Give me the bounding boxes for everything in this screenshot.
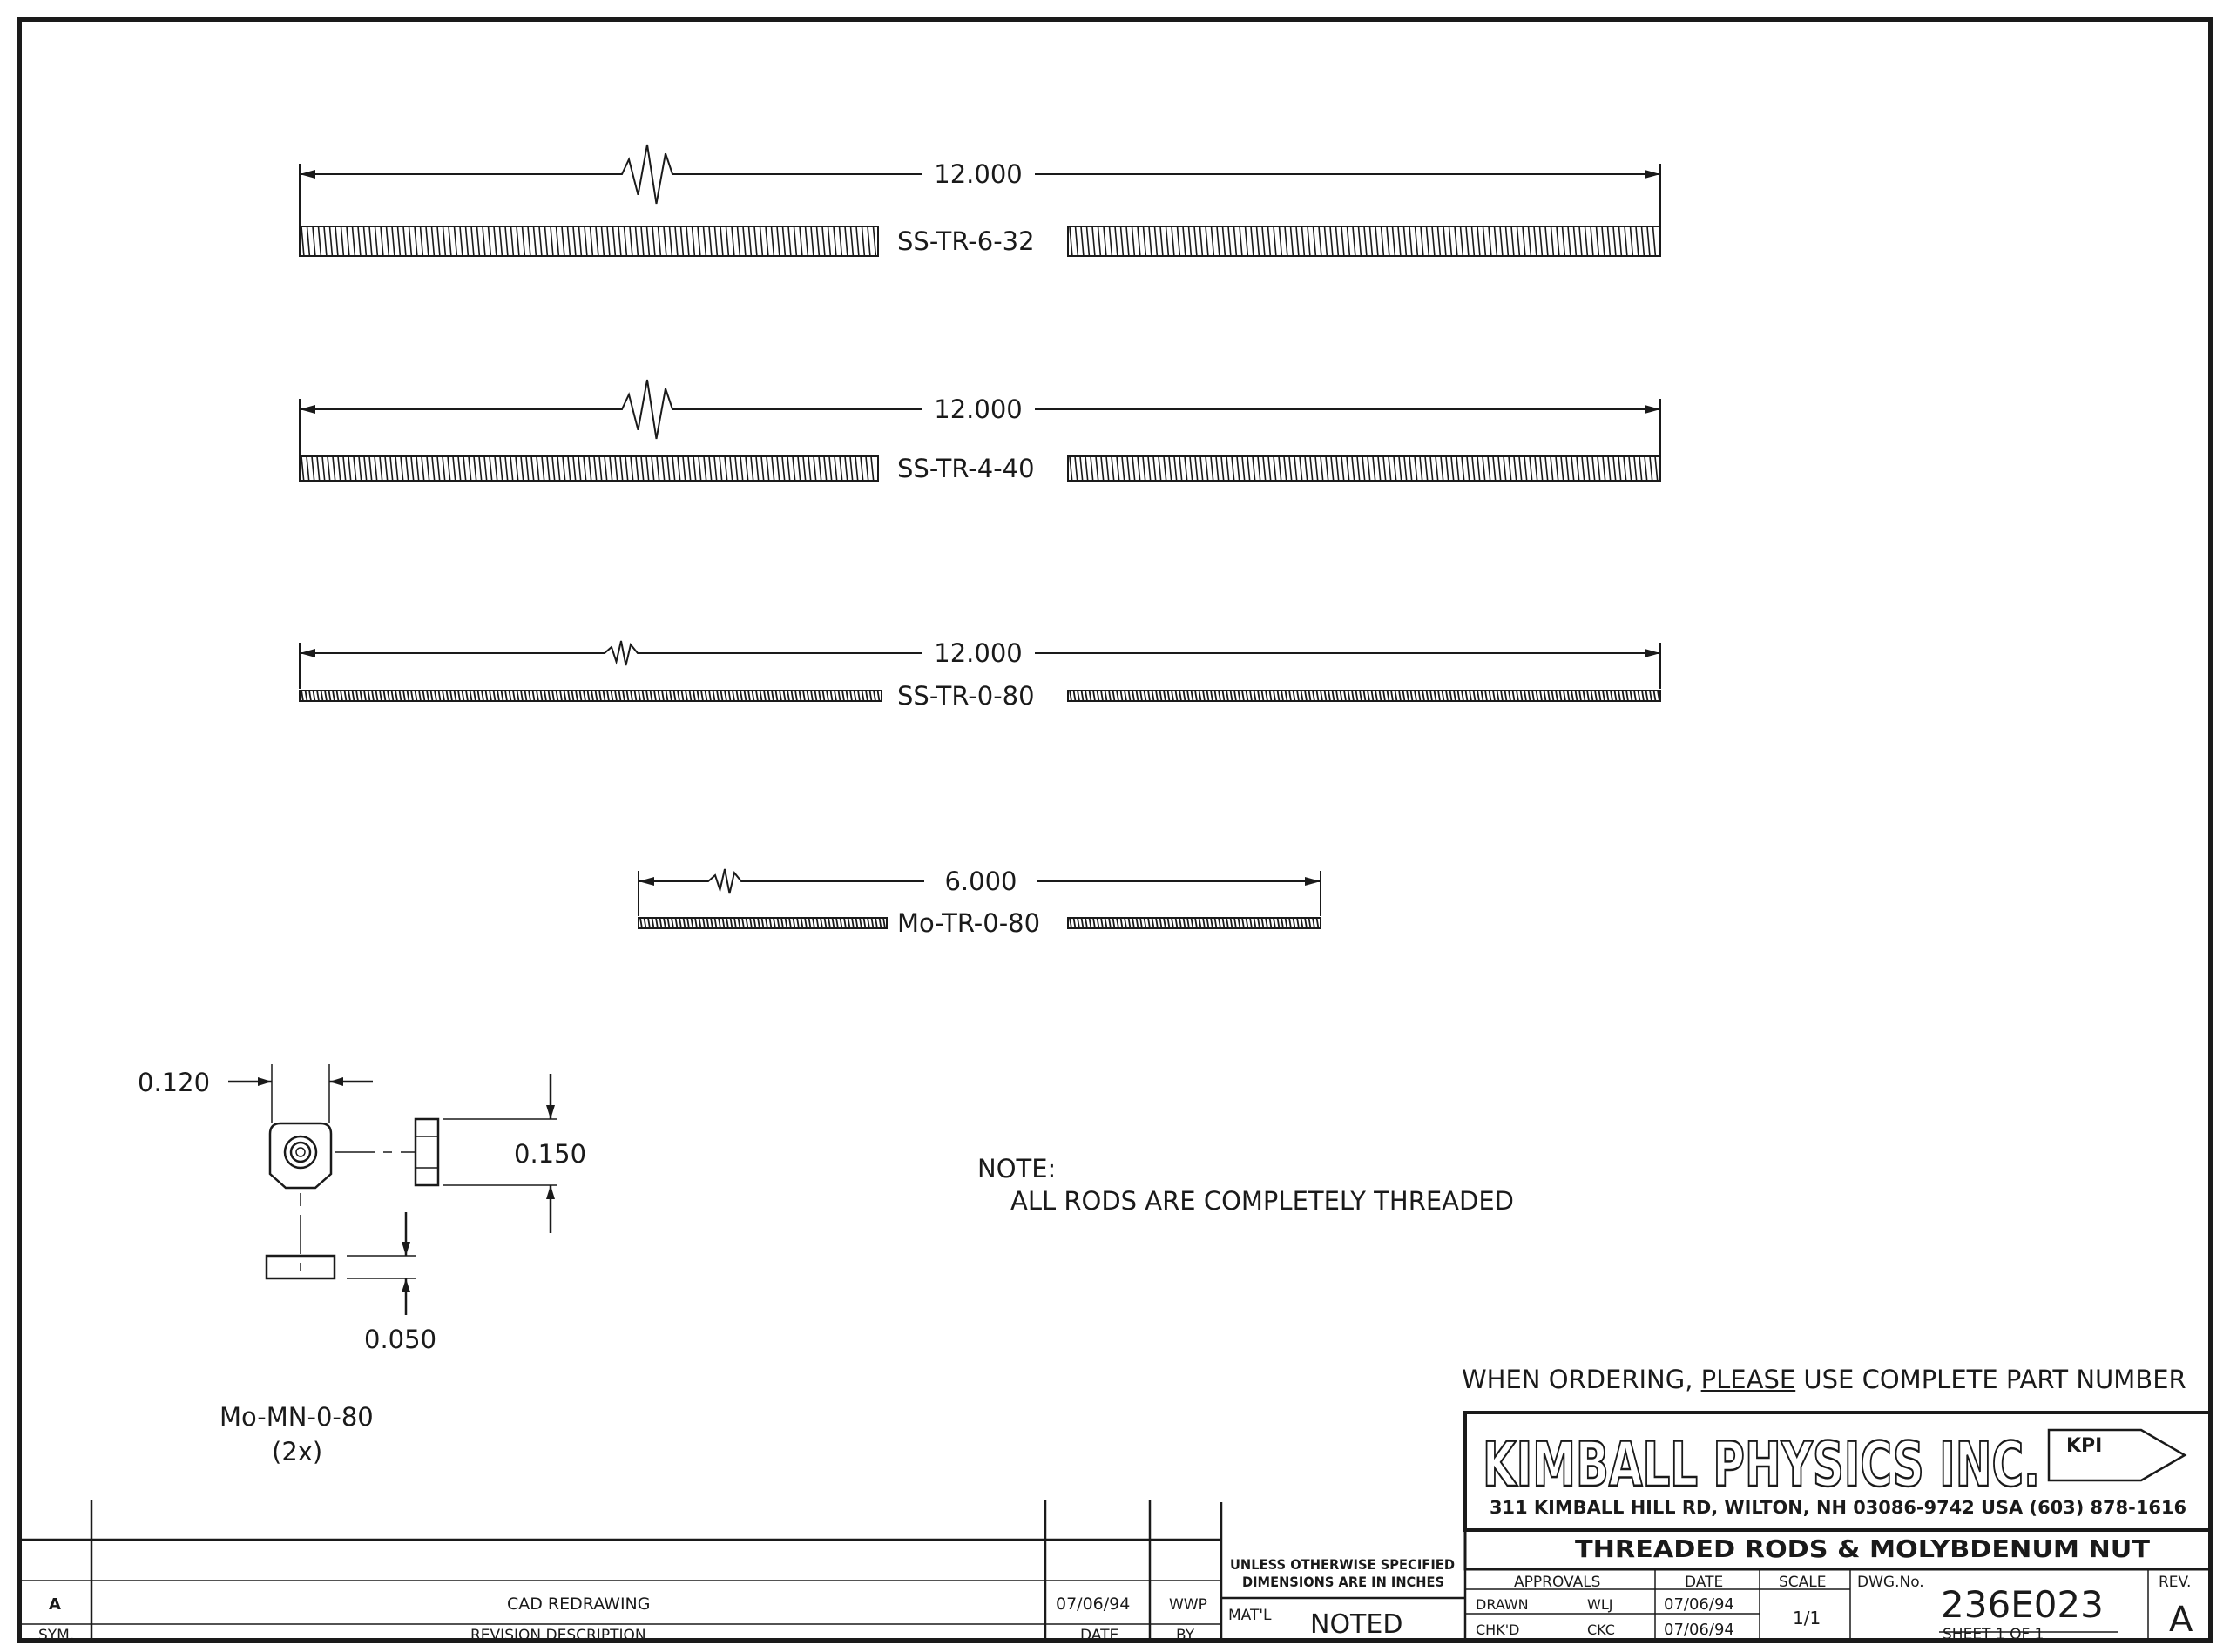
header-description: REVISION DESCRIPTION — [470, 1627, 646, 1644]
drawing-title: THREADED RODS & MOLYBDENUM NUT — [1575, 1534, 2150, 1563]
note-text: ALL RODS ARE COMPLETELY THREADED — [1010, 1186, 1514, 1216]
nut-quantity: (2x) — [272, 1437, 322, 1467]
dimension-line — [300, 379, 922, 440]
dimension-arrow — [1645, 170, 1660, 179]
checked-date: 07/06/94 — [1664, 1621, 1734, 1639]
nut-bottom-view — [265, 1254, 336, 1280]
dimension-arrow — [300, 170, 315, 179]
dimension-line — [639, 868, 924, 894]
rod-part-number: SS-TR-0-80 — [897, 681, 1035, 711]
nut-width-dim: 0.120 — [138, 1068, 210, 1097]
rod-threads — [301, 455, 875, 482]
header-by: BY — [1176, 1627, 1195, 1644]
rod-threads — [1069, 917, 1320, 929]
approvals-header: APPROVALS — [1514, 1574, 1600, 1591]
dimension-arrow — [300, 649, 315, 657]
dwg-number: 236E023 — [1941, 1583, 2104, 1626]
material-label: MAT'L — [1228, 1607, 1272, 1624]
nut-side-view — [414, 1117, 440, 1187]
dimension-line — [300, 144, 922, 205]
rod-outline — [1067, 917, 1321, 929]
rod-length-dim: 6.000 — [944, 866, 1017, 896]
nut-detail: 0.120 0.150 — [138, 1064, 586, 1467]
rev-value: A — [2169, 1600, 2193, 1640]
revision-description: CAD REDRAWING — [507, 1595, 651, 1614]
drawn-label: DRAWN — [1476, 1596, 1529, 1613]
dimension-arrow — [1645, 405, 1660, 414]
rod-outline — [299, 690, 882, 702]
spec-line-2: DIMENSIONS ARE IN INCHES — [1242, 1574, 1444, 1590]
rev-label: REV. — [2159, 1574, 2191, 1591]
rod-outline — [638, 917, 888, 929]
company-address: 311 KIMBALL HILL RD, WILTON, NH 03086-97… — [1490, 1497, 2186, 1518]
dimension-arrow — [1305, 877, 1321, 886]
dimension-arrow — [1645, 649, 1660, 657]
dwg-label: DWG.No. — [1857, 1574, 1924, 1591]
date-header: DATE — [1685, 1574, 1723, 1591]
rod-part-number: SS-TR-6-32 — [897, 226, 1035, 256]
nut-part-number: Mo-MN-0-80 — [220, 1402, 374, 1432]
nut-height-dim: 0.150 — [514, 1139, 586, 1169]
company-logo: KIMBALL PHYSICS INC. — [1482, 1428, 2042, 1502]
dimension-line — [300, 640, 922, 666]
company-name: KIMBALL PHYSICS INC. — [1483, 1429, 2040, 1500]
rod-length-dim: 12.000 — [934, 638, 1022, 668]
rod-part-number: SS-TR-4-40 — [897, 454, 1035, 483]
dimension-arrow — [300, 405, 315, 414]
drawn-date: 07/06/94 — [1664, 1595, 1734, 1614]
revision-sym: A — [49, 1595, 61, 1614]
material-value: NOTED — [1310, 1609, 1402, 1640]
rod-length-dim: 12.000 — [934, 394, 1022, 424]
rod-threads — [301, 226, 877, 257]
revision-date: 07/06/94 — [1056, 1595, 1130, 1614]
header-date: DATE — [1080, 1627, 1118, 1644]
kpi-badge-arrow — [2047, 1428, 2187, 1482]
title-block: KIMBALL PHYSICS INC. KPI 311 KIMBALL HIL… — [1220, 1411, 2213, 1643]
spec-line-1: UNLESS OTHERWISE SPECIFIED — [1230, 1556, 1455, 1573]
rod-length-dim: 12.000 — [934, 159, 1022, 189]
scale-value: 1/1 — [1793, 1608, 1821, 1628]
ordering-please: PLEASE — [1701, 1365, 1796, 1394]
drawn-by: WLJ — [1587, 1596, 1612, 1613]
rod-threads — [1069, 455, 1659, 482]
dimension-arrow — [639, 877, 654, 886]
sheet-border — [17, 17, 2213, 1643]
checked-by: CKC — [1587, 1622, 1615, 1638]
checked-label: CHK'D — [1476, 1622, 1519, 1638]
sheet-text: SHEET 1 OF 1 — [1943, 1626, 2044, 1643]
rod-threads — [1069, 226, 1657, 257]
rods-group: 12.000SS-TR-6-3212.000SS-TR-4-4012.000SS… — [299, 144, 1661, 938]
kpi-badge: KPI — [2066, 1435, 2102, 1457]
rod-threads — [301, 690, 881, 702]
nut-front-view — [268, 1122, 333, 1190]
rod-outline — [299, 226, 879, 257]
rod-threads — [639, 917, 886, 929]
rod-part-number: Mo-TR-0-80 — [897, 908, 1040, 938]
ordering-note: WHEN ORDERING, PLEASE USE COMPLETE PART … — [1462, 1365, 2186, 1394]
rod-threads — [1069, 690, 1660, 702]
note-heading: NOTE: — [977, 1154, 1056, 1183]
header-sym: SYM. — [38, 1627, 74, 1644]
revision-table: A CAD REDRAWING 07/06/94 WWP SYM. REVISI… — [19, 1500, 1221, 1644]
revision-by: WWP — [1169, 1596, 1207, 1614]
scale-header: SCALE — [1779, 1574, 1827, 1591]
nut-thickness-dim: 0.050 — [364, 1325, 436, 1354]
